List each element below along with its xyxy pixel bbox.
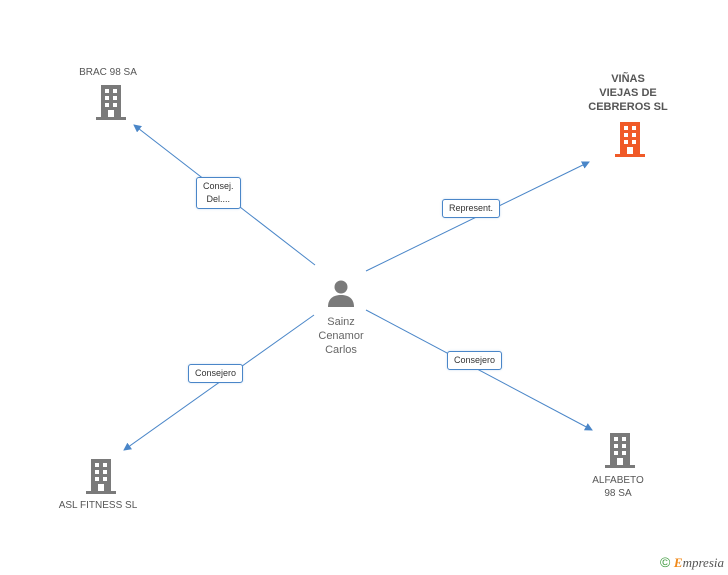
node-label-alfabeto[interactable]: ALFABETO 98 SA [592, 475, 644, 499]
brand-logo: Empresia [673, 555, 724, 570]
person-icon[interactable] [327, 279, 355, 312]
edge-label-alfabeto[interactable]: Consejero [447, 351, 503, 370]
edge-line-alfabeto [365, 309, 593, 431]
center-person-name[interactable]: Sainz Cenamor Carlos [318, 316, 364, 356]
building-icon[interactable] [96, 85, 126, 125]
edge-label-brac[interactable]: Consej. Del.... [196, 177, 241, 209]
edge-label-asl[interactable]: Consejero [188, 364, 244, 383]
building-icon-highlight[interactable] [615, 122, 645, 162]
building-icon[interactable] [605, 433, 635, 473]
copyright-icon: © [659, 554, 671, 570]
edge-label-vinas[interactable]: Represent. [442, 199, 501, 218]
footer-brand: © Empresia [660, 554, 724, 571]
node-label-vinas[interactable]: VIÑAS VIEJAS DE CEBREROS SL [588, 73, 668, 113]
building-icon[interactable] [86, 459, 116, 499]
node-label-brac[interactable]: BRAC 98 SA [79, 67, 137, 78]
node-label-asl[interactable]: ASL FITNESS SL [58, 500, 138, 511]
